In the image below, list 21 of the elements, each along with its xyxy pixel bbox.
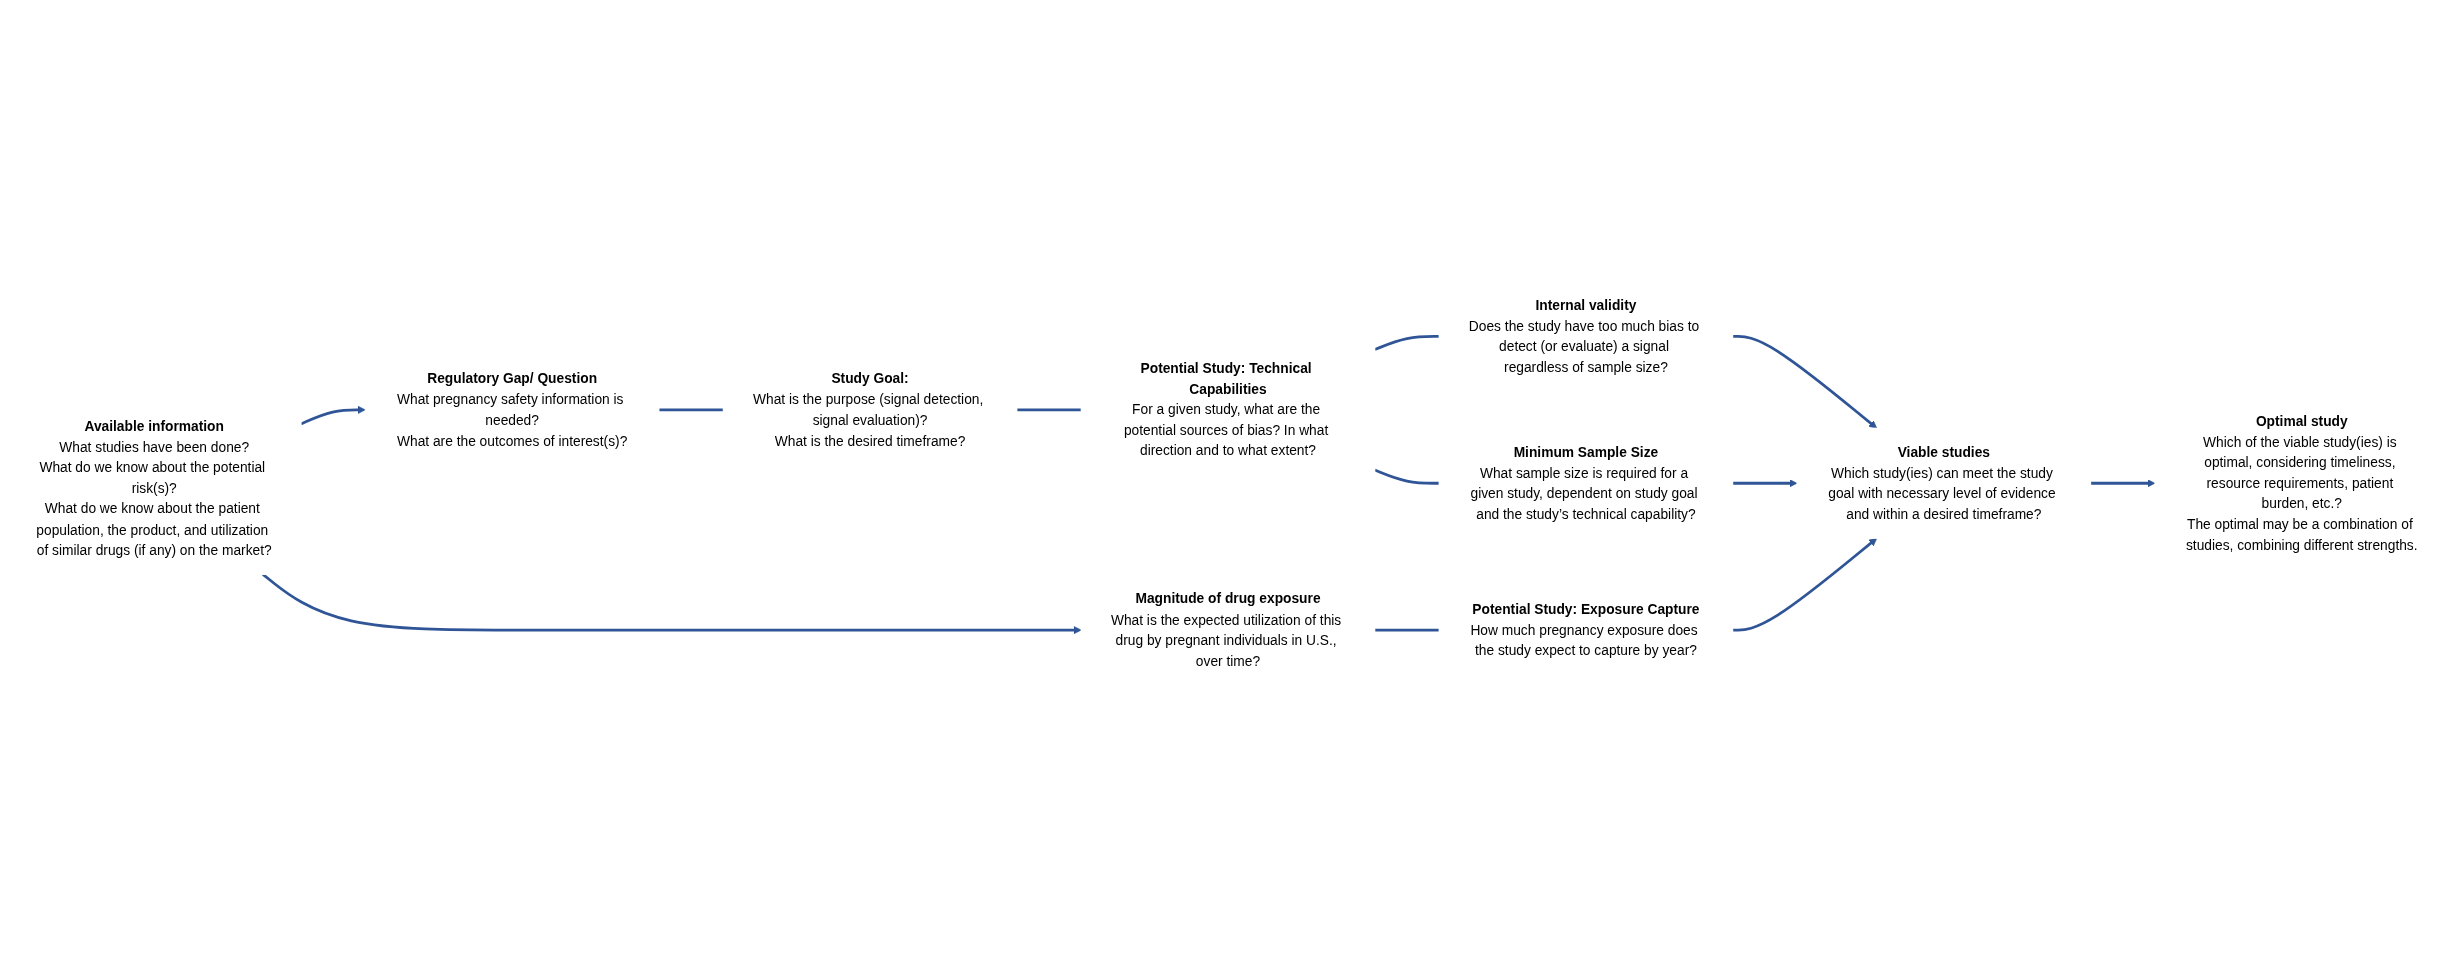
- arrow: [1732, 478, 1798, 488]
- connector: [1374, 334, 1440, 351]
- node-text: Optimal study Which of the viable study(ies) is optimal, considering timeliness, resource requirements, patient burden, etc.? The optimal may be a combination of studies, combining different strengths.: [2185, 412, 2418, 553]
- arrow: [1732, 334, 1878, 429]
- node-text: Internal validity Does the study have too much bias to detect (or evaluate) a signal regardless of sample size?: [1468, 296, 1700, 375]
- node-text: Minimum Sample Size What sample size is required for a given study, dependent on study goal and the study’s technical capability?: [1470, 443, 1698, 522]
- node-text: Magnitude of drug exposure What is the expected utilization of this drug by pregnant individuals in U.S., over time?: [1110, 590, 1342, 668]
- node-text: Study Goal: What is the purpose (signal detection, signal evaluation)? What is the desired timeframe?: [752, 370, 984, 448]
- arrow: [300, 405, 366, 425]
- arrow: [1732, 537, 1878, 632]
- connector: [1374, 468, 1440, 485]
- connector: [1016, 408, 1082, 411]
- node-text: Available information What studies have been done? What do we know about the potential risk(s)? What do we know about the patient population, the product, and utilization of similar drugs (if any) on the market?: [36, 417, 272, 558]
- node-text: Viable studies Which study(ies) can meet the study goal with necessary level of evidence and within a desired timeframe?: [1828, 443, 2056, 522]
- node-text: Regulatory Gap/ Question What pregnancy safety information is needed? What are the outcomes of interest(s)?: [396, 370, 628, 448]
- arrow: [262, 573, 1082, 634]
- node-text: Potential Study: Exposure Capture How much pregnancy exposure does the study expect to capture by year?: [1470, 600, 1700, 658]
- connector: [659, 408, 724, 411]
- arrow: [2090, 478, 2156, 488]
- connector: [1374, 628, 1440, 632]
- node-text: Potential Study: Technical Capabilities For a given study, what are the potential sources of bias? In what direction and to what extent?: [1123, 359, 1329, 458]
